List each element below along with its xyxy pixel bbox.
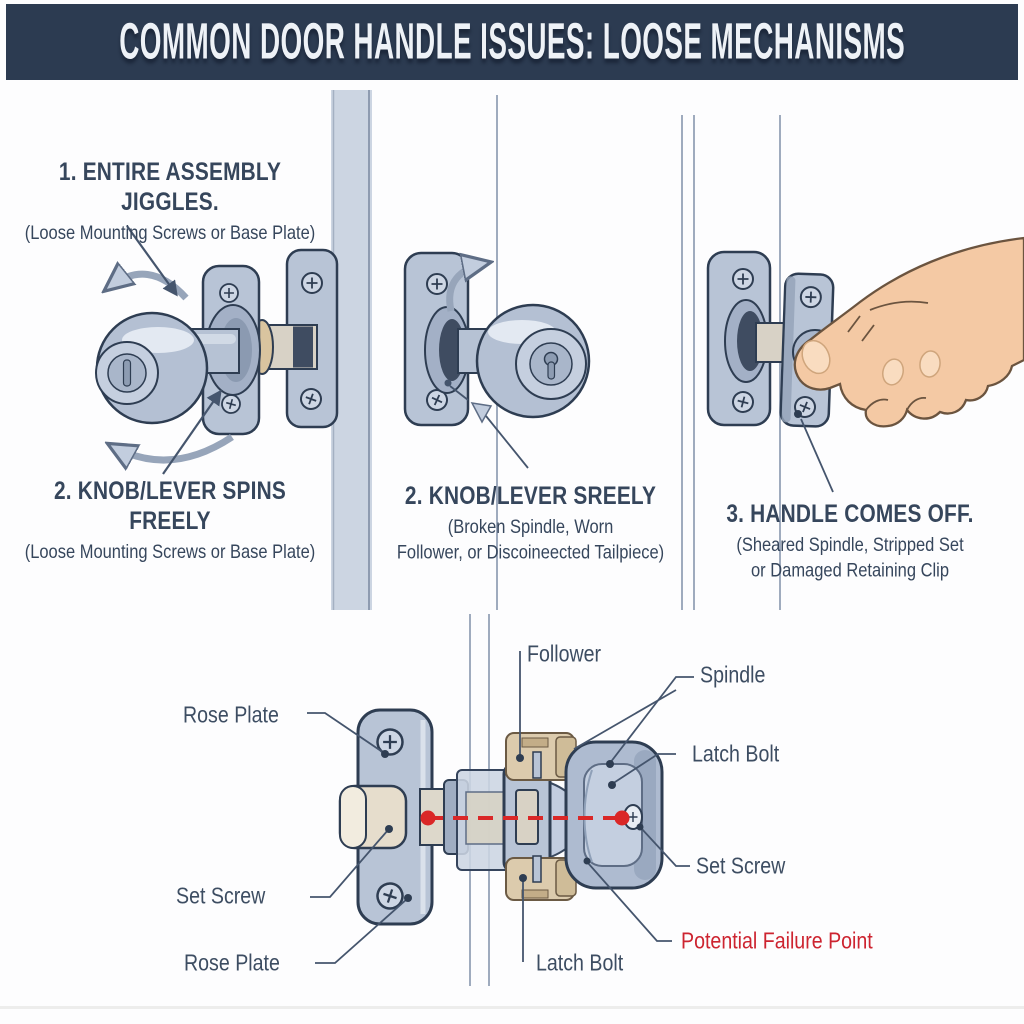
issue1-title: 1. ENTIRE ASSEMBLY JIGGLES. <box>58 158 282 216</box>
label-follower: Follower <box>527 642 602 668</box>
issue1-label: 1. ENTIRE ASSEMBLY JIGGLES. (Loose Mount… <box>20 158 321 245</box>
issue2-label: 2. KNOB/LEVER SPINS FREELY (Loose Mounti… <box>20 477 321 564</box>
failure-axis-line <box>420 810 630 826</box>
label-set-screw-right: Set Screw <box>696 854 786 880</box>
issue2-subtitle: (Loose Mounting Screws or Base Plate) <box>24 540 316 563</box>
hand-illustration <box>793 236 1024 428</box>
issue2b-title: 2. KNOB/LEVER SREELY <box>404 482 657 510</box>
issue2b-label: 2. KNOB/LEVER SREELY (Broken Spindle, Wo… <box>383 482 679 565</box>
spin-arrow <box>446 263 486 312</box>
leader-line-issue3 <box>794 410 834 493</box>
latch-mechanism-exploded <box>338 708 664 926</box>
issue3-label: 3. HANDLE COMES OFF. (Sheared Spindle, S… <box>705 500 996 583</box>
page-title: COMMON DOOR HANDLE ISSUES: LOOSE MECHANI… <box>119 12 905 70</box>
header-banner: COMMON DOOR HANDLE ISSUES: LOOSE MECHANI… <box>6 4 1018 80</box>
issue1-subtitle: (Loose Mounting Screws or Base Plate) <box>24 221 316 244</box>
label-rose-plate-top: Rose Plate <box>183 703 279 729</box>
label-spindle: Spindle <box>700 663 766 689</box>
leader-arrow-issue2 <box>162 389 222 475</box>
issue3-subtitle-line2: or Damaged Retaining Clip <box>750 558 949 581</box>
parts-leader-dots <box>381 750 644 902</box>
page-bottom-artifact <box>0 1006 1024 1009</box>
label-latch-bolt-bottom: Latch Bolt <box>536 951 624 977</box>
label-set-screw-left: Set Screw <box>176 884 266 910</box>
label-latch-bolt-right: Latch Bolt <box>692 742 780 768</box>
jiggle-arrows <box>108 274 234 460</box>
label-rose-plate-bottom: Rose Plate <box>184 951 280 977</box>
issue3-title: 3. HANDLE COMES OFF. <box>726 500 974 528</box>
label-potential-failure-point: Potential Failure Point <box>681 929 873 955</box>
issue3-subtitle-line1: (Sheared Spindle, Stripped Set <box>736 533 964 556</box>
issue2b-subtitle-line2: Follower, or Discoineected Tailpiece) <box>396 540 665 563</box>
parts-leader-lines <box>307 651 694 964</box>
issue2-title: 2. KNOB/LEVER SPINS FREELY <box>54 477 286 535</box>
knob-illustration-jiggles <box>95 248 339 436</box>
leader-arrow-issue1 <box>126 225 178 297</box>
leader-arrow-issue2b <box>444 379 529 469</box>
issue2b-subtitle-line1: (Broken Spindle, Worn <box>447 515 614 538</box>
